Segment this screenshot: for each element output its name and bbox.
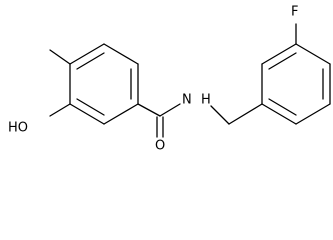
toluene-ring [69, 43, 139, 125]
ring-inner-double-bond [76, 98, 105, 116]
amide-hydrogen-label: H [201, 93, 211, 108]
ring-inner-double-bond [268, 52, 297, 70]
nitrogen-methylene-bond [210, 105, 230, 125]
hydroxyl-bond [49, 103, 71, 117]
ring-bond [261, 43, 297, 65]
carbonyl-oxygen-label: O [155, 139, 165, 154]
carbonyl-nitrogen-bond [159, 103, 181, 117]
fluorine-label: F [291, 5, 298, 20]
ring-bond [103, 103, 139, 125]
ring-bond [69, 43, 105, 65]
chemical-structure-diagram: HO O N H F [8, 5, 331, 154]
ring-inner-double-bond [76, 52, 105, 70]
ring-bond [295, 103, 331, 125]
amide-nitrogen-label: N [182, 93, 192, 108]
ring-inner-double-bond [268, 98, 297, 116]
methyl-bond [49, 49, 71, 65]
methylene-aryl-bond [228, 103, 263, 125]
ring-bond [295, 43, 331, 65]
ring-bond [69, 103, 105, 125]
ring-bond [261, 103, 297, 125]
hydroxyl-label: HO [8, 121, 28, 136]
ring-bond [103, 43, 139, 65]
aryl-carbonyl-bond [137, 103, 161, 117]
fluorophenyl-ring [261, 43, 331, 125]
